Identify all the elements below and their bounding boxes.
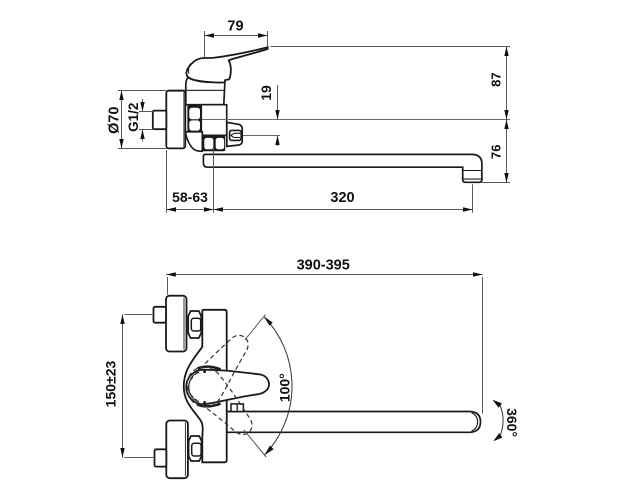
svg-text:79: 79 [227,19,243,35]
svg-text:G1/2: G1/2 [126,103,141,132]
svg-text:76: 76 [489,145,504,159]
svg-text:87: 87 [489,72,504,86]
svg-text:390-395: 390-395 [297,258,350,274]
svg-text:320: 320 [330,190,354,206]
svg-text:100°: 100° [277,373,293,402]
svg-text:58-63: 58-63 [172,189,208,205]
svg-text:Ø70: Ø70 [107,106,123,133]
svg-text:150±23: 150±23 [103,360,119,407]
svg-text:19: 19 [258,85,274,101]
svg-text:360°: 360° [504,408,520,437]
